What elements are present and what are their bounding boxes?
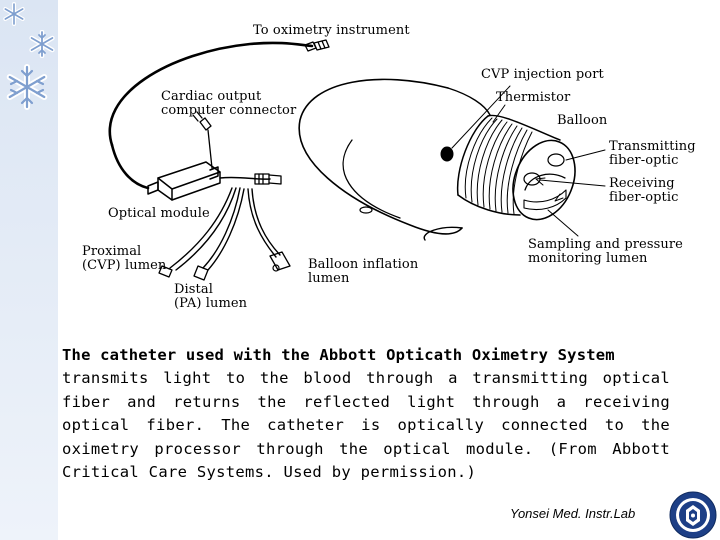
caption-title: The catheter used with the Abbott Optica…: [62, 346, 615, 364]
label-distal-lumen: Distal (PA) lumen: [174, 282, 248, 311]
transmitting-fiber-end: [547, 153, 565, 167]
label-cardiac-output-connector: Cardiac output computer connector: [161, 89, 297, 118]
snowflake-icon: [6, 64, 48, 110]
cardiac-output-connector: [192, 111, 213, 169]
label-transmitting-fiber: Transmitting fiber-optic: [609, 139, 696, 168]
label-proximal-lumen: Proximal (CVP) lumen: [82, 244, 167, 273]
sidebar-decoration: [0, 0, 58, 540]
label-thermistor: Thermistor: [496, 90, 571, 105]
catheter-inner-lumen: [342, 139, 401, 219]
module-cable: [110, 143, 150, 190]
catheter-diagram: [108, 39, 606, 281]
snowflake-icon: [3, 2, 25, 26]
label-balloon: Balloon: [557, 113, 608, 128]
label-balloon-inflation-lumen: Balloon inflation lumen: [308, 257, 419, 286]
cvp-port: [440, 146, 454, 162]
catheter-tip-outline: [298, 78, 463, 235]
snowflake-icon: [29, 30, 55, 58]
label-optical-module: Optical module: [108, 206, 210, 221]
distal-lumen-tube: [202, 187, 241, 269]
label-cvp-injection-port: CVP injection port: [481, 67, 604, 82]
main-cable: [108, 41, 314, 147]
label-sampling-lumen: Sampling and pressure monitoring lumen: [528, 237, 683, 266]
optical-module-box: [147, 161, 221, 201]
catheter-tip-face: [512, 139, 576, 221]
university-seal-logo: [669, 491, 717, 539]
label-to-oximetry: To oximetry instrument: [253, 23, 410, 38]
lab-footer: Yonsei Med. Instr.Lab: [510, 506, 636, 521]
balloon-cylinder: [456, 114, 561, 216]
label-receiving-fiber: Receiving fiber-optic: [609, 176, 679, 205]
figure-caption: The catheter used with the Abbott Optica…: [62, 343, 670, 485]
balloon-lumen-tube: [247, 188, 277, 258]
proximal-lumen-tube: [169, 187, 233, 269]
module-to-catheter-tube: [219, 176, 271, 180]
caption-body: transmits light to the blood through a t…: [62, 369, 670, 482]
oximetry-connector: [304, 39, 330, 52]
